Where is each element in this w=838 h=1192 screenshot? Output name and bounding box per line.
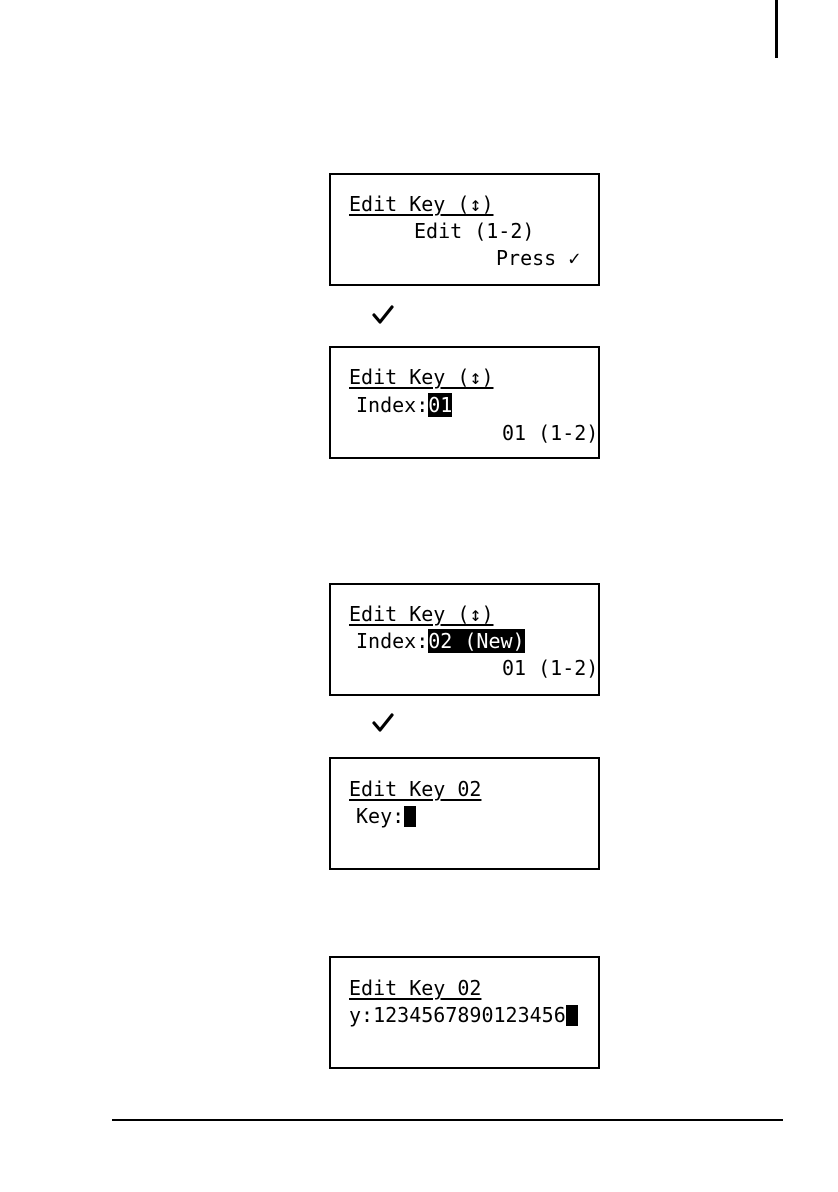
key-line: y:1234567890123456 — [349, 1004, 578, 1026]
index-range: 01 (1-2) — [502, 657, 598, 679]
screen-title: Edit Key 02 — [349, 778, 481, 800]
checkmark-icon — [372, 304, 394, 326]
block-cursor — [566, 1005, 578, 1026]
index-line: Index:01 — [356, 394, 452, 416]
key-value: y:1234567890123456 — [349, 1003, 566, 1027]
lcd-screen-index-select: Edit Key (↕) Index:01 01 (1-2) — [329, 346, 600, 459]
index-value-highlight: 01 — [428, 393, 452, 417]
index-label: Index: — [356, 629, 428, 653]
lcd-screen-key-entry-filled: Edit Key 02 y:1234567890123456 — [329, 956, 600, 1069]
screen-title: Edit Key (↕) — [349, 603, 494, 625]
lcd-screen-key-entry-empty: Edit Key 02 Key: — [329, 757, 600, 870]
key-label: Key: — [356, 804, 404, 828]
index-value-highlight: 02 (New) — [428, 629, 524, 653]
lcd-screen-edit-key-menu: Edit Key (↕) Edit (1-2) Press ✓ — [329, 173, 600, 286]
footer-rule — [112, 1119, 783, 1121]
menu-option: Edit (1-2) — [414, 220, 534, 242]
lcd-screen-index-new: Edit Key (↕) Index:02 (New) 01 (1-2) — [329, 583, 600, 696]
screen-title: Edit Key (↕) — [349, 366, 494, 388]
index-line: Index:02 (New) — [356, 630, 525, 652]
index-label: Index: — [356, 393, 428, 417]
index-range: 01 (1-2) — [502, 422, 598, 444]
checkmark-icon — [372, 712, 394, 734]
screen-title: Edit Key 02 — [349, 977, 481, 999]
screen-title: Edit Key (↕) — [349, 193, 494, 215]
key-line: Key: — [356, 805, 416, 827]
block-cursor — [404, 806, 416, 827]
press-prompt: Press ✓ — [496, 247, 580, 269]
top-margin-rule — [775, 0, 778, 58]
